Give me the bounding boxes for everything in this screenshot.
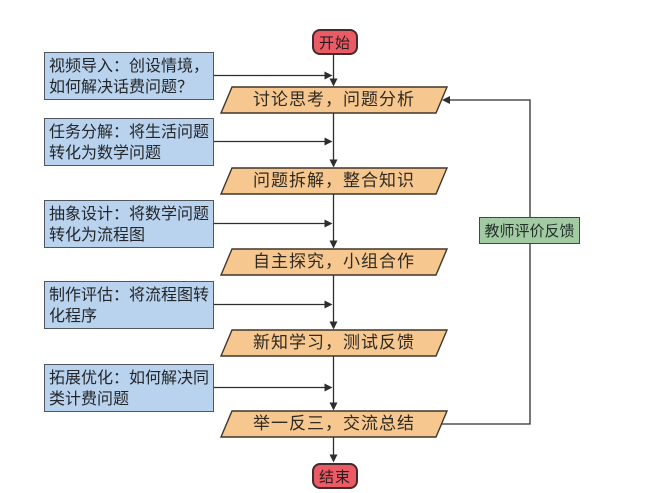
connector-note5 [214, 383, 333, 392]
connector-step4-to-step5 [329, 356, 338, 411]
start-node: 开始 [312, 29, 358, 55]
connector-step5-to-end [329, 437, 338, 463]
step5-label: 举一反三，交流总结 [253, 414, 415, 434]
note-extend-optimize: 拓展优化：如何解决同类计费问题 [44, 364, 214, 412]
end-node: 结束 [312, 463, 358, 489]
step4-label: 新知学习，测试反馈 [253, 333, 415, 353]
feedback-node: 教师评价反馈 [479, 217, 580, 244]
step1-shape [219, 86, 449, 114]
note-3-label: 抽象设计：将数学问题转化为流程图 [49, 204, 210, 244]
note-build-evaluate: 制作评估：将流程图转化程序 [44, 281, 214, 329]
connector-note4 [214, 300, 333, 309]
end-node-label: 结束 [318, 467, 351, 486]
note-4-label: 制作评估：将流程图转化程序 [49, 285, 210, 325]
note-video-intro: 视频导入：创设情境，如何解决话费问题？ [44, 52, 214, 100]
step3-shape [219, 248, 449, 276]
step2-label: 问题拆解，整合知识 [253, 171, 415, 191]
note-1-label: 视频导入：创设情境，如何解决话费问题？ [49, 56, 210, 96]
note-task-decompose: 任务分解：将生活问题转化为数学问题 [44, 118, 214, 166]
step3-label: 自主探究，小组合作 [253, 252, 415, 272]
connector-note2 [214, 137, 333, 146]
start-node-label: 开始 [318, 33, 351, 52]
step1-label: 讨论思考，问题分析 [253, 90, 415, 110]
connector-note3 [214, 219, 333, 228]
step4-shape [219, 329, 449, 357]
connector-start-to-step1 [329, 55, 338, 87]
note-2-label: 任务分解：将生活问题转化为数学问题 [49, 122, 210, 162]
feedback-node-label: 教师评价反馈 [484, 222, 575, 240]
note-5-label: 拓展优化：如何解决同类计费问题 [49, 368, 210, 408]
connector-step3-to-step4 [329, 275, 338, 330]
connector-step2-to-step3 [329, 194, 338, 249]
connector-feedback-loop [440, 96, 531, 425]
note-abstract-design: 抽象设计：将数学问题转化为流程图 [44, 200, 214, 248]
connector-step1-to-step2 [329, 113, 338, 168]
step5-shape [219, 410, 449, 438]
step2-shape [219, 167, 449, 195]
connector-note1 [214, 71, 333, 80]
